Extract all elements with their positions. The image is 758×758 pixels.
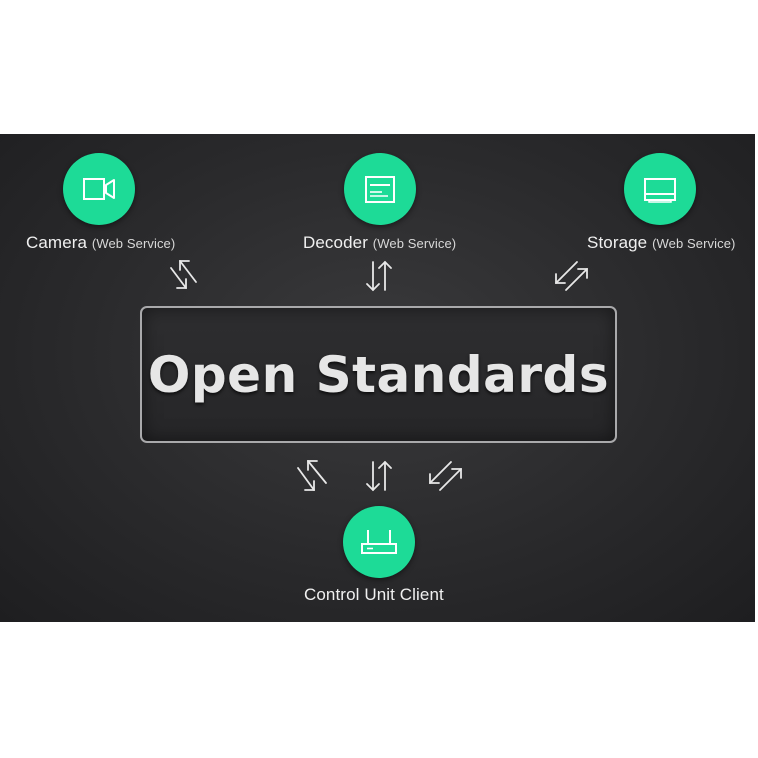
decoder-sub: (Web Service)	[372, 236, 457, 251]
client-right-arrows-icon	[425, 456, 465, 496]
client-label: Control Unit Client	[304, 585, 444, 605]
client-center-arrows-icon	[359, 456, 399, 496]
camera-label: Camera (Web Service)	[26, 233, 175, 253]
camera-name: Camera	[26, 233, 88, 252]
camera-arrows-icon	[163, 255, 203, 295]
decoder-label: Decoder (Web Service)	[303, 233, 456, 253]
router-icon	[361, 530, 397, 554]
decoder-icon	[365, 176, 395, 203]
client-node	[343, 506, 415, 578]
camera-sub: (Web Service)	[91, 236, 176, 251]
storage-label: Storage (Web Service)	[587, 233, 736, 253]
storage-arrows-icon	[551, 255, 591, 295]
client-left-arrows-icon	[292, 456, 332, 496]
open-standards-box: Open Standards	[140, 306, 617, 443]
decoder-name: Decoder	[303, 233, 368, 252]
storage-icon	[644, 178, 676, 203]
storage-sub: (Web Service)	[652, 236, 736, 251]
camera-icon	[83, 178, 115, 200]
camera-node	[63, 153, 135, 225]
center-title: Open Standards	[147, 346, 610, 404]
decoder-node	[344, 153, 416, 225]
storage-node	[624, 153, 696, 225]
client-name: Control Unit Client	[304, 585, 444, 604]
diagram-panel: Camera (Web Service) Decoder (Web Servic…	[0, 134, 755, 622]
decoder-arrows-icon	[359, 256, 399, 296]
storage-name: Storage	[587, 233, 648, 252]
